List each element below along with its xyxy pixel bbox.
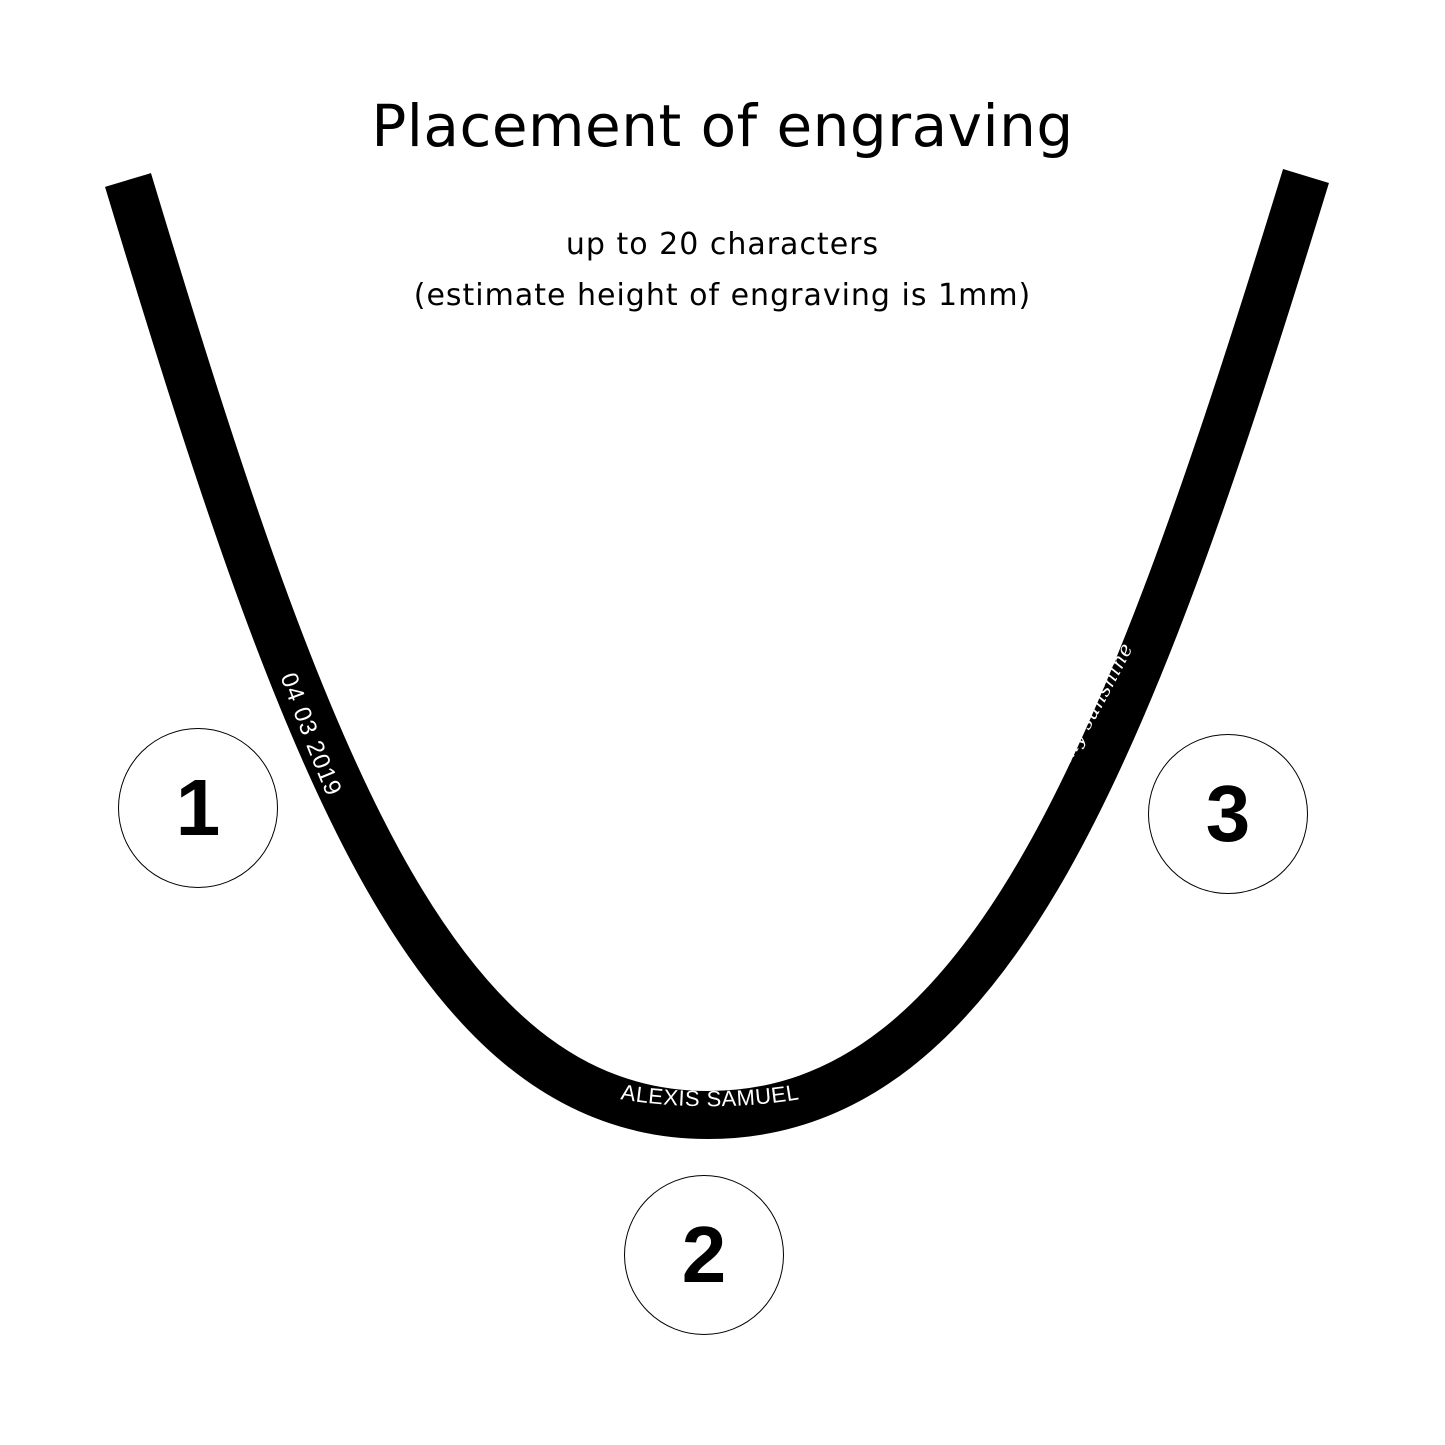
- position-marker-3-label: 3: [1205, 769, 1251, 858]
- position-marker-1: 1: [118, 728, 278, 888]
- engraving-height-note: (estimate height of engraving is 1mm): [413, 278, 1032, 313]
- engraving-name-text: ALEXIS SAMUEL: [619, 1079, 800, 1111]
- engraving-name: ALEXIS SAMUEL: [619, 1079, 800, 1111]
- position-marker-3: 3: [1148, 734, 1308, 894]
- character-limit-note: up to 20 characters: [565, 227, 880, 262]
- position-marker-2-label: 2: [681, 1210, 727, 1299]
- position-marker-1-label: 1: [175, 763, 221, 852]
- page-title: Placement of engraving: [371, 92, 1074, 160]
- position-marker-2: 2: [624, 1175, 784, 1335]
